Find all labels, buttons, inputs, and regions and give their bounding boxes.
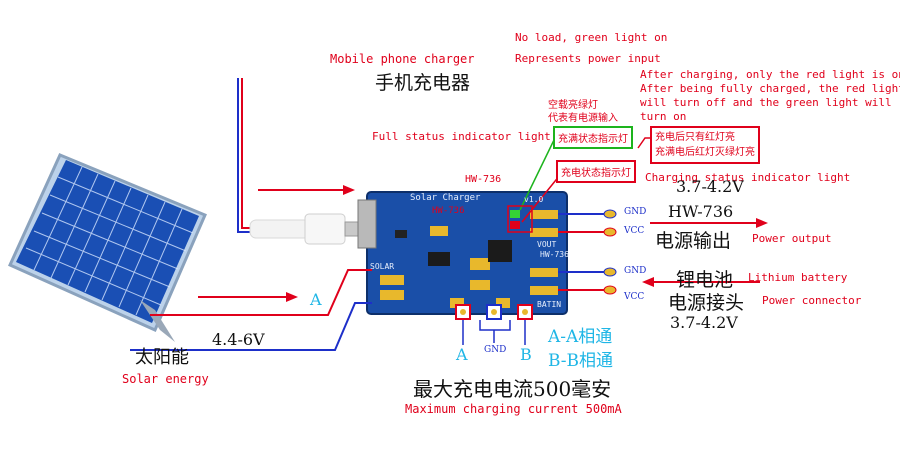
aa-note: A-A相通 [548, 327, 613, 347]
silk-vout: VOUT [537, 240, 557, 249]
max-current-cn: 最大充电电流500毫安 [413, 377, 612, 401]
charger-arrow [258, 185, 355, 195]
pad-b-label: B [520, 345, 532, 364]
pad-a-label: A [456, 345, 468, 364]
led-highlight-box [507, 205, 533, 233]
bottom-pads [455, 304, 533, 345]
silk-model2: HW-736 [540, 250, 569, 259]
battery-vcc: VCC [624, 292, 645, 302]
after-charging-note-line3: will turn off and the green light will [640, 96, 892, 109]
battery-connector-en: Power connector [762, 294, 862, 307]
battery-label-en: Lithium battery [748, 271, 848, 284]
solar-voltage: 4.4-6V [212, 330, 265, 349]
solar-panel-image [8, 153, 207, 342]
output-wires [558, 213, 605, 291]
battery-label-cn: 锂电池 [676, 269, 734, 291]
silk-solar: SOLAR [370, 262, 395, 271]
output-model: HW-736 [668, 202, 734, 221]
charger-label-cn: 手机充电器 [375, 72, 471, 94]
red-led-note-box: 充电后只有红灯亮 充满电后红灯灭绿灯亮 [650, 126, 760, 164]
pcb-board [357, 191, 568, 315]
after-charging-note-line2: After being fully charged, the red light [640, 82, 900, 95]
silk-batin: BATIN [537, 300, 562, 309]
green-led-note-cn2: 代表有电源输入 [548, 113, 618, 124]
silk-model: HW-736 [432, 206, 465, 216]
solar-label-en: Solar energy [122, 372, 209, 386]
full-status-label-en: Full status indicator light [372, 130, 551, 143]
wire-a-label: A [310, 290, 322, 309]
output-label-en: Power output [752, 232, 832, 245]
no-load-note-line2: Represents power input [515, 52, 661, 65]
after-charging-note-line1: After charging, only the red light is on [640, 68, 900, 81]
board-model-label: HW-736 [465, 174, 502, 185]
battery-arrow [642, 277, 760, 287]
output-gnd: GND [624, 207, 647, 217]
red-led-note-line1: 充电后只有红灯亮 [655, 132, 735, 143]
max-current-en: Maximum charging current 500mA [405, 402, 622, 416]
pad-gnd-label: GND [484, 345, 507, 355]
charger-cable [237, 78, 265, 233]
charging-status-label-en: Charging status indicator light [645, 171, 851, 184]
power-output-arrow [650, 218, 768, 228]
full-status-label-cn: 充满状态指示灯 [553, 126, 633, 149]
usb-cable-image [249, 213, 368, 245]
solar-wires [130, 269, 372, 351]
bb-note: B-B相通 [548, 351, 614, 371]
silk-title: Solar Charger [410, 193, 481, 203]
output-terminals [603, 209, 617, 295]
silk-ver: v1.0 [524, 195, 544, 204]
solar-label-cn: 太阳能 [135, 347, 189, 368]
no-load-note-line1: No load, green light on [515, 31, 668, 44]
indicator-pointers [519, 137, 650, 223]
after-charging-note-line4: turn on [640, 110, 687, 123]
output-vcc: VCC [624, 226, 645, 236]
red-led-note-line2: 充满电后红灯灭绿灯亮 [655, 147, 755, 158]
output-voltage: 3.7-4.2V [676, 177, 744, 196]
output-label-cn: 电源输出 [655, 230, 732, 252]
battery-voltage: 3.7-4.2V [670, 313, 738, 332]
charger-label-en: Mobile phone charger [330, 52, 475, 66]
battery-connector-cn: 电源接头 [668, 292, 745, 314]
charging-status-label-cn: 充电状态指示灯 [556, 160, 636, 183]
green-led-note-cn1: 空载亮绿灯 [548, 100, 598, 111]
battery-gnd: GND [624, 266, 647, 276]
solar-arrow [198, 292, 298, 302]
